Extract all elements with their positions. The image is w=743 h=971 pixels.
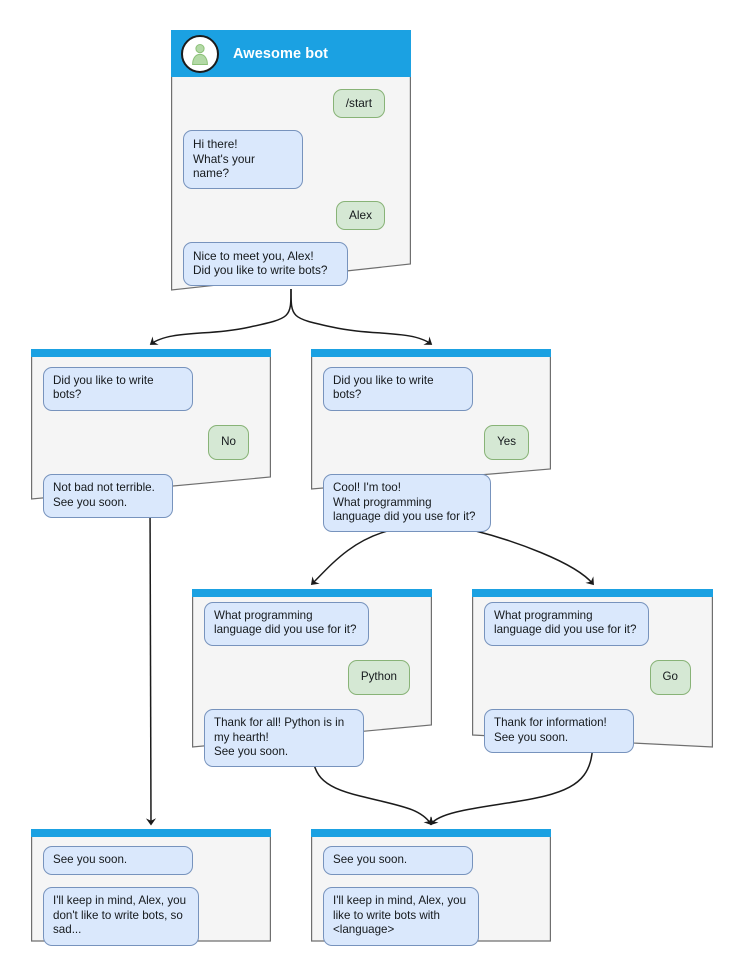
message-bot: Not bad not terrible. See you soon.	[43, 474, 173, 519]
node-accent-bar	[311, 349, 551, 357]
message-bot: I'll keep in mind, Alex, you don't like …	[43, 887, 199, 946]
node-accent-bar	[311, 829, 551, 837]
node-python-branch-content: What programming language did you use fo…	[192, 589, 432, 779]
node-python-branch[interactable]: What programming language did you use fo…	[192, 589, 432, 768]
message-bot: See you soon.	[43, 846, 193, 876]
message-bot: See you soon.	[323, 846, 473, 876]
message-list: What programming language did you use fo…	[472, 597, 713, 754]
node-accent-bar	[192, 589, 432, 597]
node-accent-bar	[31, 829, 271, 837]
message-bot: What programming language did you use fo…	[484, 602, 649, 646]
message-bot: Cool! I'm too! What programming language…	[323, 474, 491, 533]
message-bot: Nice to meet you, Alex! Did you like to …	[183, 242, 348, 286]
message-list: Did you like to write bots? Yes Cool! I'…	[311, 357, 551, 533]
message-bot: Did you like to write bots?	[323, 367, 473, 411]
message-bot: I'll keep in mind, Alex, you like to wri…	[323, 887, 479, 946]
chat-header: Awesome bot	[171, 30, 411, 77]
node-end-happy-content: See you soon. I'll keep in mind, Alex, y…	[311, 829, 551, 958]
message-bot: Thank for information! See you soon.	[484, 709, 634, 754]
node-no-branch-content: Did you like to write bots? No Not bad n…	[31, 349, 271, 530]
message-list: /start Hi there! What's your name? Alex …	[171, 77, 411, 286]
node-root-content: Awesome bot /start Hi there! What's your…	[171, 30, 411, 298]
message-list: See you soon. I'll keep in mind, Alex, y…	[31, 837, 271, 946]
message-user: /start	[332, 89, 385, 119]
node-accent-bar	[31, 349, 271, 357]
message-user: Alex	[336, 200, 385, 231]
message-list: See you soon. I'll keep in mind, Alex, y…	[311, 837, 551, 946]
node-yes-branch[interactable]: Did you like to write bots? Yes Cool! I'…	[311, 349, 551, 533]
message-user: Go	[649, 659, 691, 696]
message-list: What programming language did you use fo…	[192, 597, 432, 768]
message-user: Yes	[484, 424, 529, 461]
node-yes-branch-content: Did you like to write bots? Yes Cool! I'…	[311, 349, 551, 544]
node-root-chat[interactable]: Awesome bot /start Hi there! What's your…	[171, 30, 411, 292]
node-go-branch-content: What programming language did you use fo…	[472, 589, 713, 765]
message-list: Did you like to write bots? No Not bad n…	[31, 357, 271, 519]
node-no-branch[interactable]: Did you like to write bots? No Not bad n…	[31, 349, 271, 519]
message-user: Python	[347, 659, 410, 696]
message-bot: What programming language did you use fo…	[204, 602, 369, 646]
node-end-sad-content: See you soon. I'll keep in mind, Alex, y…	[31, 829, 271, 958]
person-avatar-icon	[181, 34, 219, 73]
message-bot: Hi there! What's your name?	[183, 130, 303, 189]
message-user: No	[208, 424, 249, 461]
node-end-happy[interactable]: See you soon. I'll keep in mind, Alex, y…	[311, 829, 551, 946]
chat-title: Awesome bot	[233, 45, 329, 62]
message-bot: Thank for all! Python is in my hearth! S…	[204, 709, 364, 768]
message-bot: Did you like to write bots?	[43, 367, 193, 411]
node-end-sad[interactable]: See you soon. I'll keep in mind, Alex, y…	[31, 829, 271, 946]
node-accent-bar	[472, 589, 713, 597]
edge-no-to-end-sad	[145, 496, 157, 826]
node-go-branch[interactable]: What programming language did you use fo…	[472, 589, 713, 754]
